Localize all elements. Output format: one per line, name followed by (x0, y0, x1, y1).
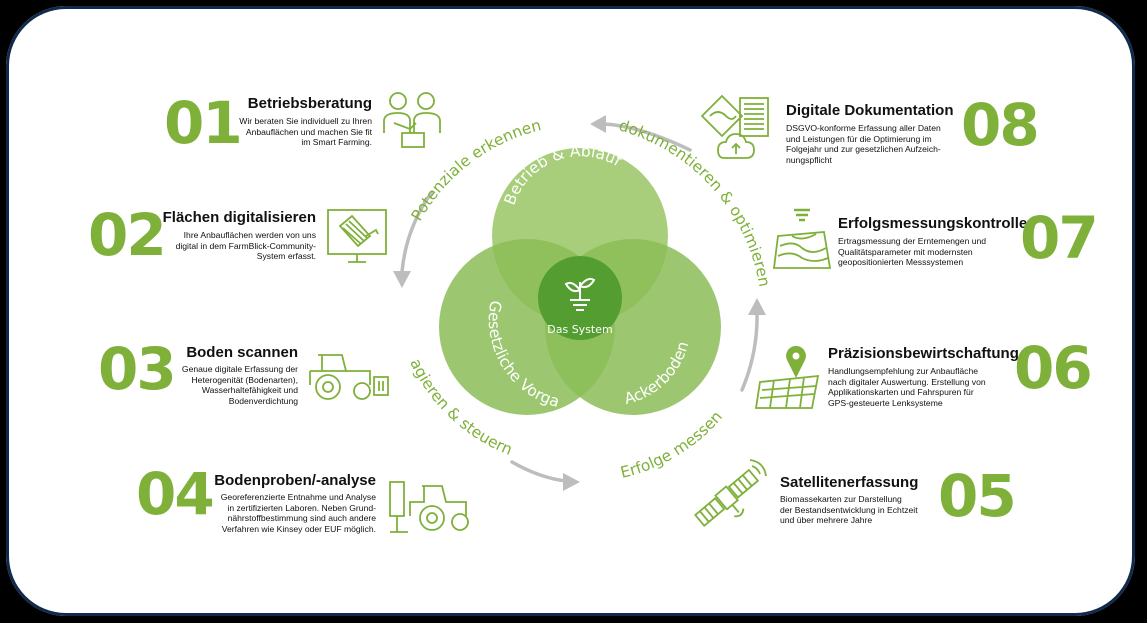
monitor-field-icon (326, 206, 388, 270)
step-number: 07 (1020, 204, 1099, 272)
step-title: Flächen digitalisieren (162, 209, 316, 226)
step-number: 01 (164, 89, 243, 157)
step-title: Satellitenerfassung (780, 474, 919, 491)
cycle-arrow-top (602, 122, 692, 152)
cycle-arrows (400, 122, 759, 483)
step-number: 06 (1014, 334, 1093, 402)
system-diagram: Potenziale erkennen dokumentieren & opti… (6, 6, 773, 491)
documents-cloud-icon (696, 92, 776, 166)
arrowhead-right (748, 298, 766, 315)
cycle-arrow-bottom (510, 460, 568, 483)
infographic-card: Potenziale erkennen dokumentieren & opti… (6, 6, 1135, 616)
map-pin-icon (754, 346, 824, 410)
step-number: 08 (961, 91, 1040, 159)
satellite-icon (686, 458, 770, 538)
center-label: Das System (547, 323, 612, 336)
step-title: Boden scannen (186, 344, 298, 361)
venn-circles (439, 148, 721, 415)
sprout-icon (564, 277, 596, 311)
arrowhead-top (590, 115, 606, 133)
step-title: Präzisionsbewirtschaftung (828, 345, 1019, 362)
arrowhead-bottom (563, 473, 580, 491)
step-title: Erfolgsmessungskontrolle (838, 215, 1028, 232)
cycle-arrow-right (740, 310, 759, 392)
tractor-scanner-icon (308, 351, 394, 403)
arrowhead-left (393, 271, 411, 288)
step-number: 05 (938, 462, 1017, 530)
step-title: Bodenproben/-analyse (214, 472, 376, 489)
step-title: Betriebsberatung (247, 95, 372, 112)
step-number: 03 (98, 335, 177, 403)
step-number: 02 (88, 201, 167, 269)
cycle-arrow-left (400, 190, 434, 274)
consultants-icon (380, 89, 444, 153)
tractor-probe-icon (386, 476, 472, 536)
cycle-arrowheads (393, 115, 766, 491)
field-sensor-icon (772, 206, 832, 272)
step-title: Digitale Dokumentation (786, 102, 954, 119)
step-number: 04 (136, 460, 215, 528)
